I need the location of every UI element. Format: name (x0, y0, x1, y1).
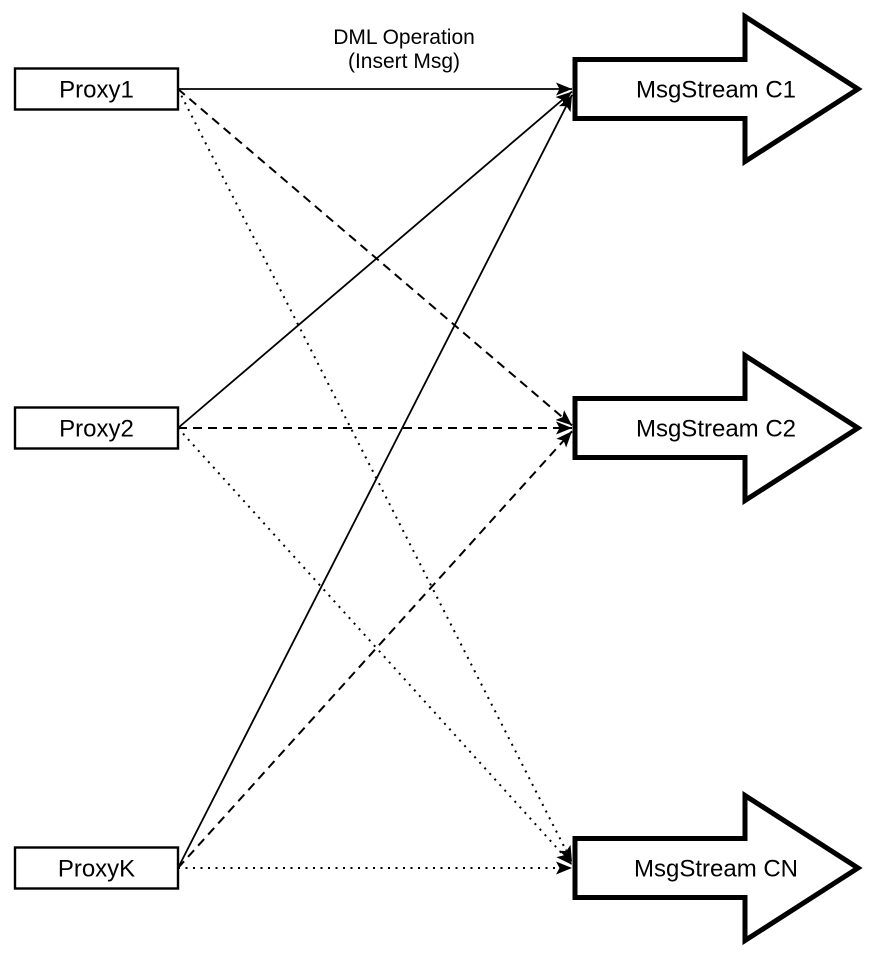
edge-proxy2-c1 (177, 90, 573, 429)
msgstream-c2-arrow-shape (572, 350, 863, 506)
edges-layer (177, 82, 573, 875)
dml-operation-annotation: DML Operation (Insert Msg) (333, 26, 475, 73)
edge-proxy1-c2 (177, 88, 573, 427)
msgstream-cn-label: MsgStream CN (634, 856, 798, 883)
msgstream-c1-arrow-shape (572, 11, 863, 167)
msgstream-c2-label: MsgStream C2 (636, 416, 796, 443)
node-msgstream-c2: MsgStream C2 (572, 350, 863, 506)
node-msgstream-cn: MsgStream CN (572, 790, 863, 946)
node-proxy2: Proxy2 (13, 406, 180, 450)
node-proxyk: ProxyK (13, 846, 180, 890)
proxy2-box (13, 406, 180, 450)
edge-proxy2-cn (177, 427, 573, 866)
msgstream-cn-arrow-shape (572, 790, 863, 946)
edge-proxyk-c1 (177, 94, 573, 869)
proxy2-label: Proxy2 (59, 416, 134, 443)
proxy1-box (13, 67, 180, 111)
edge-proxyk-c2 (177, 430, 573, 869)
proxyk-label: ProxyK (58, 856, 135, 883)
node-proxy1: Proxy1 (13, 67, 180, 111)
annotation-line1: DML Operation (333, 26, 475, 49)
edge-proxy1-cn (177, 88, 573, 863)
msgstream-c1-label: MsgStream C1 (636, 77, 796, 104)
node-msgstream-c1: MsgStream C1 (572, 11, 863, 167)
proxyk-box (13, 846, 180, 890)
annotation-line2: (Insert Msg) (348, 50, 460, 73)
proxy1-label: Proxy1 (59, 77, 134, 104)
